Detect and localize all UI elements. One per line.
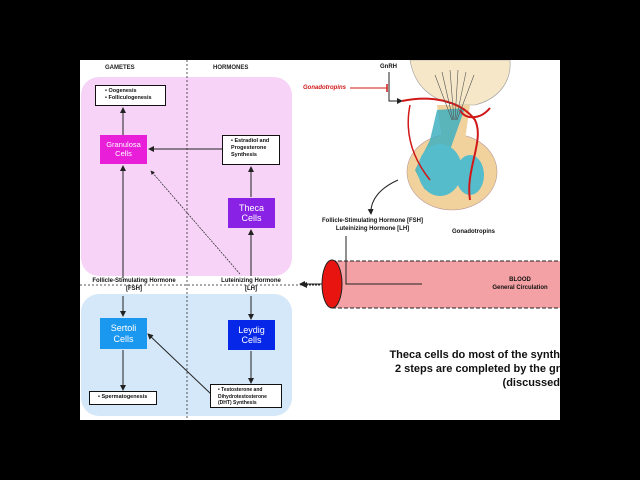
release-lh: Luteinizing Hormone [LH] [335,226,410,233]
spermatogenesis-box: • Spermatogenesis [89,391,157,405]
arrow-lh-granulosa [150,170,241,275]
caption: Theca cells do most of the synth 2 steps… [389,348,560,390]
sertoli-cells: Sertoli Cells [100,318,147,349]
gonadotropins-label: Gonadotropins [452,229,495,235]
arrow-gnrh [388,72,403,104]
blood-subtitle: General Circulation [492,285,548,292]
oogenesis-box: • Oogenesis • Folliculogenesis [95,85,166,106]
gonadotropins-feedback-label: Gonadotropins [303,85,346,91]
slide: GAMETES HORMONES • Oogenesis • Folliculo… [80,60,560,420]
estradiol-box: • Estradiol and Progesterone Synthesis [222,135,280,165]
list-item: • Oogenesis [105,88,137,94]
diagram-lines [80,60,560,420]
granulosa-cells: Granulosa Cells [100,135,147,164]
leydig-cells: Leydig Cells [228,320,275,350]
fsh-name: Follicle-Stimulating Hormone [92,278,176,284]
list-item: • Folliculogenesis [105,95,152,102]
blood-label: BLOOD General Circulation [480,276,560,293]
blood-title: BLOOD [509,277,531,283]
gnrh-label: GnRH [380,64,397,70]
hormones-header: HORMONES [213,65,249,71]
arrow-testosterone-sertoli [147,333,212,395]
caption-line: 2 steps are completed by the gr [394,363,560,375]
caption-line: Theca cells do most of the synth [389,349,560,361]
lh-name: Luteinizing Hormone [221,278,281,284]
lh-label: Luteinizing Hormone [LH] [200,277,302,294]
release-fsh: Follicle-Stimulating Hormone [FSH] [321,218,423,224]
pituitary-illustration [350,60,511,211]
testosterone-box: • Testosterone and Dihydrotestosterone (… [210,384,282,408]
fsh-abbr: [FSH] [126,286,142,293]
lh-abbr: [LH] [245,286,257,293]
release-label: Follicle-Stimulating Hormone [FSH] Lutei… [305,217,440,234]
gametes-header: GAMETES [105,65,135,71]
arrow-pituitary-release [367,179,399,215]
caption-line: (discussed [502,377,560,389]
theca-cells: Theca Cells [228,198,275,228]
blood-vessel-end [321,259,343,309]
fsh-label: Follicle-Stimulating Hormone [FSH] [80,277,188,294]
